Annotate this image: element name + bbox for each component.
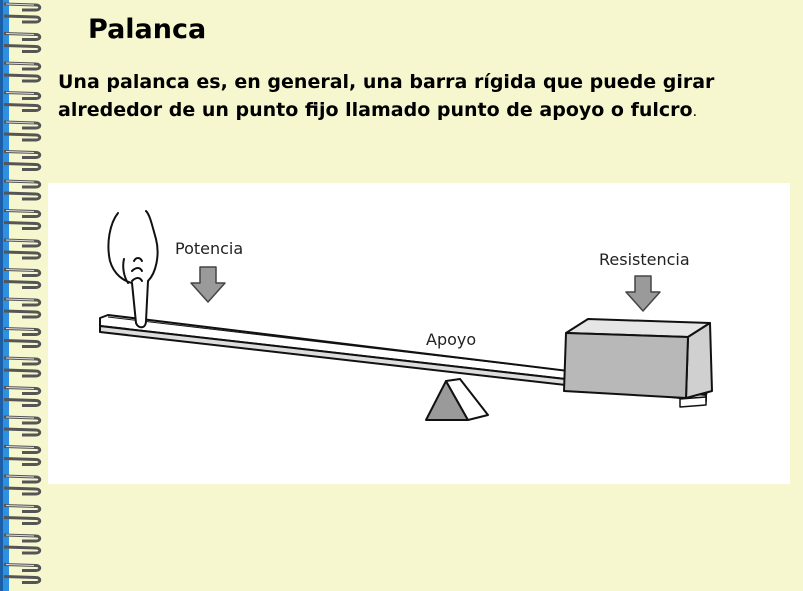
spiral-ring <box>3 386 42 407</box>
down-arrow-icon <box>190 266 226 303</box>
lever-drawing <box>99 210 713 421</box>
spiral-ring <box>3 61 42 83</box>
hand-icon <box>107 210 159 329</box>
spiral-binding <box>0 0 42 591</box>
effort-label: Potencia <box>175 239 244 258</box>
spiral-ring <box>3 327 42 348</box>
load-block <box>563 318 713 408</box>
spiral-ring <box>3 563 42 584</box>
spiral-ring <box>3 415 42 437</box>
spiral-ring <box>3 2 42 24</box>
spiral-ring <box>3 268 42 289</box>
spiral-ring <box>3 209 42 230</box>
spiral-ring <box>3 120 42 142</box>
lever-illustration: Potencia Resistencia Apoyo <box>48 183 790 484</box>
spiral-ring <box>3 32 42 53</box>
spiral-ring <box>3 356 42 378</box>
spiral-ring <box>3 91 42 112</box>
fulcrum-label: Apoyo <box>426 330 477 349</box>
spiral-ring <box>3 297 42 319</box>
page-title: Palanca <box>88 14 207 45</box>
spiral-ring <box>3 474 42 496</box>
definition-period: . <box>692 104 698 120</box>
spiral-ring <box>3 238 42 260</box>
spiral-ring <box>3 504 42 525</box>
spiral-ring <box>3 179 42 201</box>
definition-text: Una palanca es, en general, una barra rí… <box>58 71 715 121</box>
fulcrum-triangle <box>425 378 489 421</box>
down-arrow-icon <box>625 275 661 312</box>
lever-definition: Una palanca es, en general, una barra rí… <box>58 68 758 126</box>
spiral-ring <box>3 445 42 466</box>
spiral-ring <box>3 150 42 171</box>
spiral-ring <box>3 533 42 555</box>
load-label: Resistencia <box>599 250 690 269</box>
